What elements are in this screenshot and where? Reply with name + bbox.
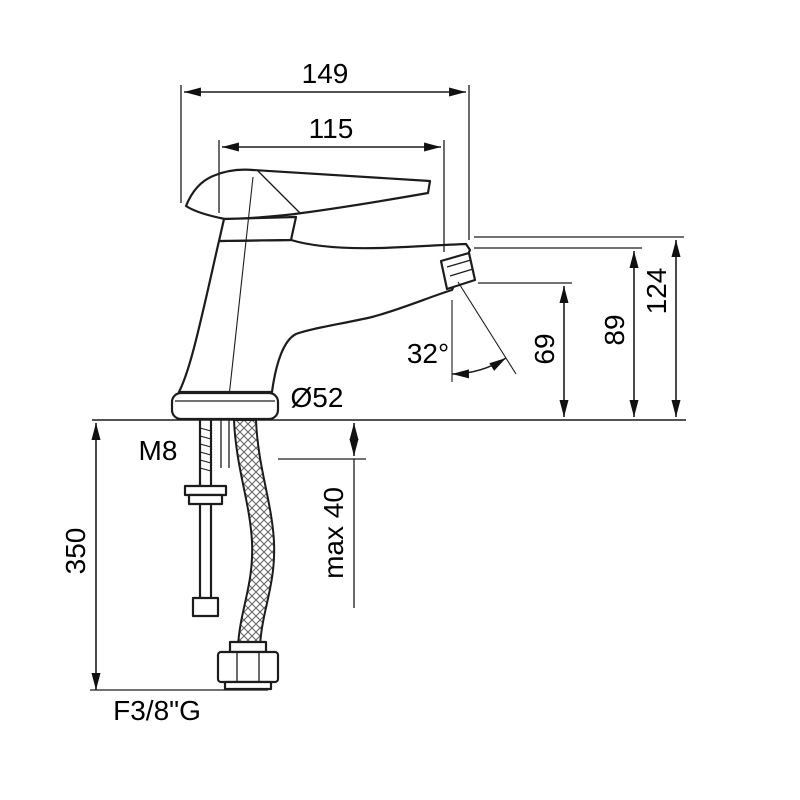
angle-ref-outlet-ray <box>457 281 517 375</box>
aerator-grille-lines <box>446 259 474 277</box>
stud-end-fitting <box>191 596 220 618</box>
hose-nut <box>216 650 280 684</box>
faucet-lever-handle <box>184 168 432 221</box>
aerator <box>439 251 477 291</box>
dimension-lines <box>90 85 684 691</box>
dim-label-m8: M8 <box>139 435 178 466</box>
dim-label-350: 350 <box>60 528 91 575</box>
dim-label-connection: F3/8"G <box>113 695 201 726</box>
dim-label-149: 149 <box>302 58 349 89</box>
base-flange <box>170 391 280 421</box>
dim-label-69: 69 <box>529 333 560 364</box>
dim-label-124: 124 <box>641 268 672 315</box>
dim-label-diameter-52: Ø52 <box>291 382 344 413</box>
braided-hose <box>232 419 276 647</box>
body-axis-line <box>226 176 254 416</box>
dim-label-32deg: 32° <box>407 338 449 369</box>
stud-nut <box>187 493 224 506</box>
faucet-body-spout <box>177 238 472 394</box>
dimension-labels: 149 115 124 89 69 32° Ø52 M8 350 max 40 … <box>60 58 672 726</box>
dim-label-115: 115 <box>309 113 354 144</box>
hose-collar <box>228 640 268 654</box>
cartridge-collar <box>217 215 298 243</box>
dim-label-max40: max 40 <box>318 487 349 579</box>
hose-nut-lip <box>223 680 273 691</box>
stud-thread-ticks <box>199 427 212 472</box>
under-counter-parts <box>183 419 280 691</box>
handle-crease-line <box>257 170 301 214</box>
stud-washer <box>183 484 228 497</box>
angle-arc-32 <box>451 357 507 379</box>
dim-label-89: 89 <box>599 314 630 345</box>
faucet-outline <box>92 168 686 421</box>
